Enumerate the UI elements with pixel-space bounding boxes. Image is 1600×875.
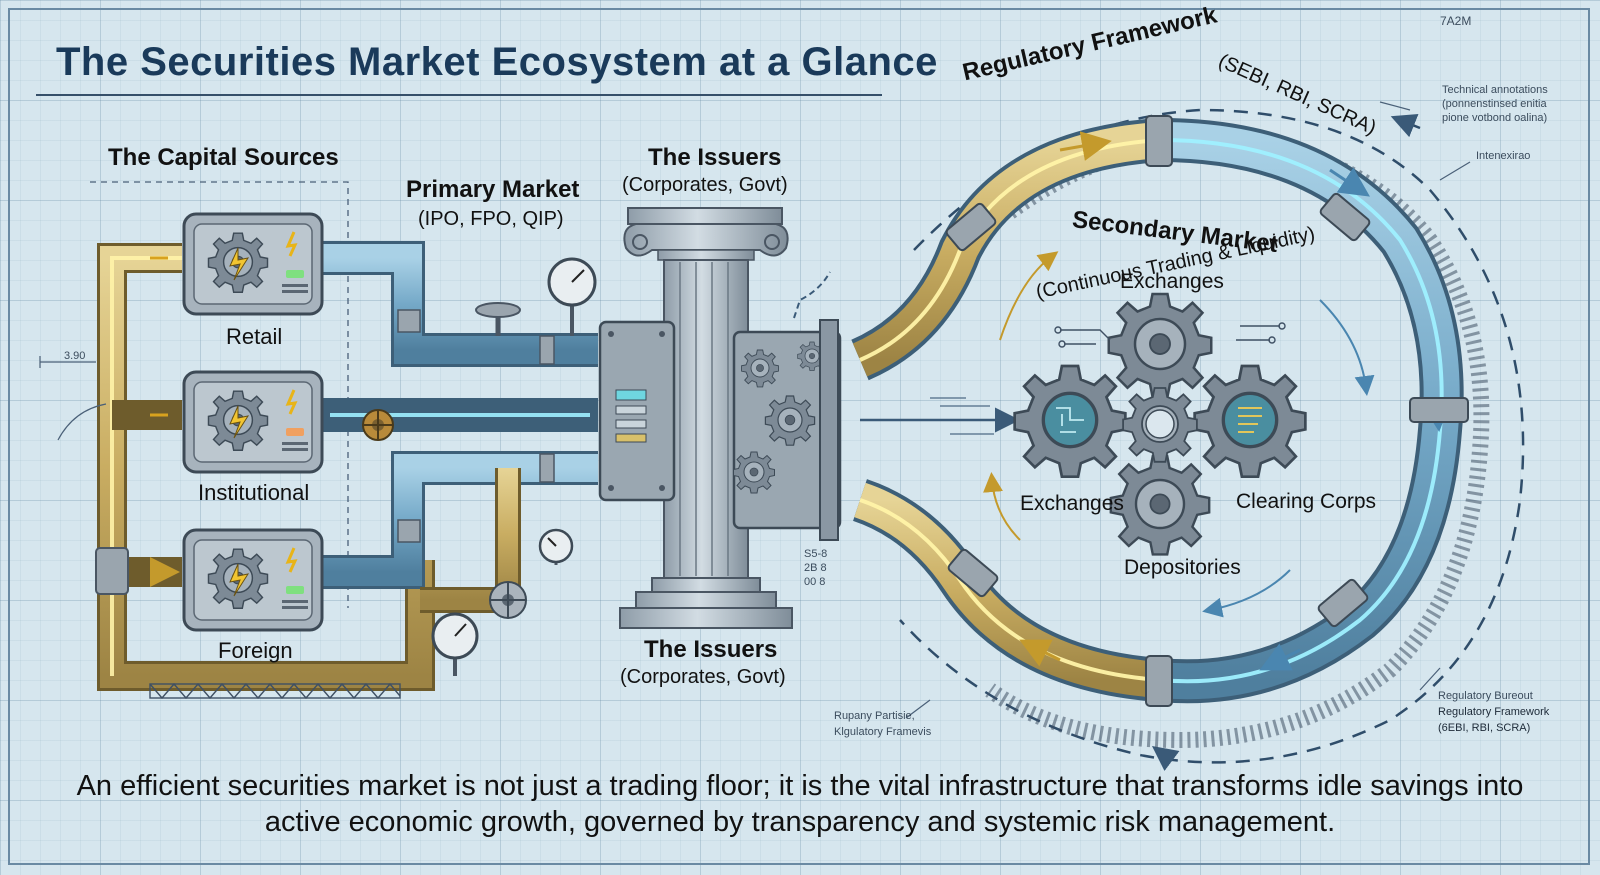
source-label-foreign: Foreign (218, 638, 293, 663)
arrow-icon (1319, 299, 1375, 396)
institutional-source-box[interactable] (182, 370, 324, 474)
issuer-gearbox (732, 319, 842, 541)
issuers-bottom-subtitle: (Corporates, Govt) (620, 666, 786, 688)
issuers-top-title: The Issuers (648, 144, 782, 171)
issuers-bottom-title: The Issuers (644, 636, 778, 663)
issuers-top-subtitle: (Corporates, Govt) (622, 174, 788, 196)
annotation-pillar-2: 2B 8 (804, 562, 827, 574)
arrow-icon (1202, 569, 1291, 618)
gear-depositories[interactable] (1109, 454, 1211, 556)
arrow-icon (999, 251, 1059, 341)
annotation-bottom-2: Klgulatory Framevis (834, 726, 932, 738)
regulatory-boundary (899, 108, 1525, 764)
annotation-tech-3: pione votbond oalina) (1442, 112, 1548, 124)
gear-clearing-corps[interactable] (1193, 364, 1307, 479)
title-underline (36, 94, 882, 96)
pressure-gauge-icon (547, 257, 597, 336)
source-label-retail: Retail (226, 324, 283, 349)
gear-exchanges-top[interactable] (1107, 292, 1213, 398)
inbound-flow-arrows (860, 397, 1020, 435)
annotation-reg-2: Regulatory Framework (1438, 706, 1550, 718)
valve-wheel-icon[interactable] (489, 581, 527, 619)
issuer-control-box[interactable] (598, 320, 676, 502)
gear-exchanges-left[interactable] (1013, 364, 1127, 479)
primary-market-title: Primary Market (406, 176, 580, 203)
valve-wheel-icon[interactable] (362, 409, 394, 441)
capital-sources-heading: The Capital Sources (108, 144, 339, 171)
blueprint-frame (8, 8, 1590, 865)
valve-wheel-icon[interactable] (475, 302, 521, 336)
gear-label-exchanges-left: Exchanges (1020, 492, 1124, 515)
page-title: The Securities Market Ecosystem at a Gla… (56, 40, 938, 84)
annotation-reg-1: Regulatory Bureout (1438, 690, 1533, 702)
primary-market-subtitle: (IPO, FPO, QIP) (418, 208, 564, 230)
arrow-icon (1152, 746, 1180, 771)
annotation-scale: 3.90 (64, 350, 86, 362)
gear-label-clearing-corps: Clearing Corps (1236, 490, 1377, 513)
arrow-icon (983, 472, 1021, 541)
retail-source-box[interactable] (182, 212, 324, 316)
annotation-pillar-1: S5-8 (804, 548, 828, 560)
arrow-icon (1390, 113, 1421, 138)
truss-bottom (149, 682, 401, 700)
annotation-tech-1: Technical annotations (1442, 84, 1548, 96)
corner-code: 7A2M (1440, 14, 1472, 28)
annotation-reg-3: (6EBI, RBI, SCRA) (1438, 722, 1531, 734)
annotation-bottom-1: Rupany Partisie, (834, 710, 915, 722)
footer-caption: An efficient securities market is not ju… (76, 770, 1524, 838)
capital-bracket (90, 181, 349, 608)
pressure-gauge-icon (538, 528, 574, 565)
circuit-lines (1054, 322, 1286, 348)
gear-label-depositories: Depositories (1124, 556, 1241, 579)
gear-center-hub (1122, 387, 1198, 463)
pressure-gauge-icon (431, 612, 479, 676)
annotation-inter: Intenexirao (1476, 150, 1531, 162)
gear-label-exchanges-top: Exchanges (1120, 270, 1224, 293)
source-label-institutional: Institutional (198, 480, 310, 505)
secondary-market-pipe-ring (850, 115, 1469, 707)
gold-manifold-pipe (95, 243, 435, 691)
annotation-tech-2: (ponnenstinsed enitia (1442, 98, 1547, 110)
annotation-pillar-3: 00 8 (804, 576, 826, 588)
foreign-source-box[interactable] (182, 528, 324, 632)
